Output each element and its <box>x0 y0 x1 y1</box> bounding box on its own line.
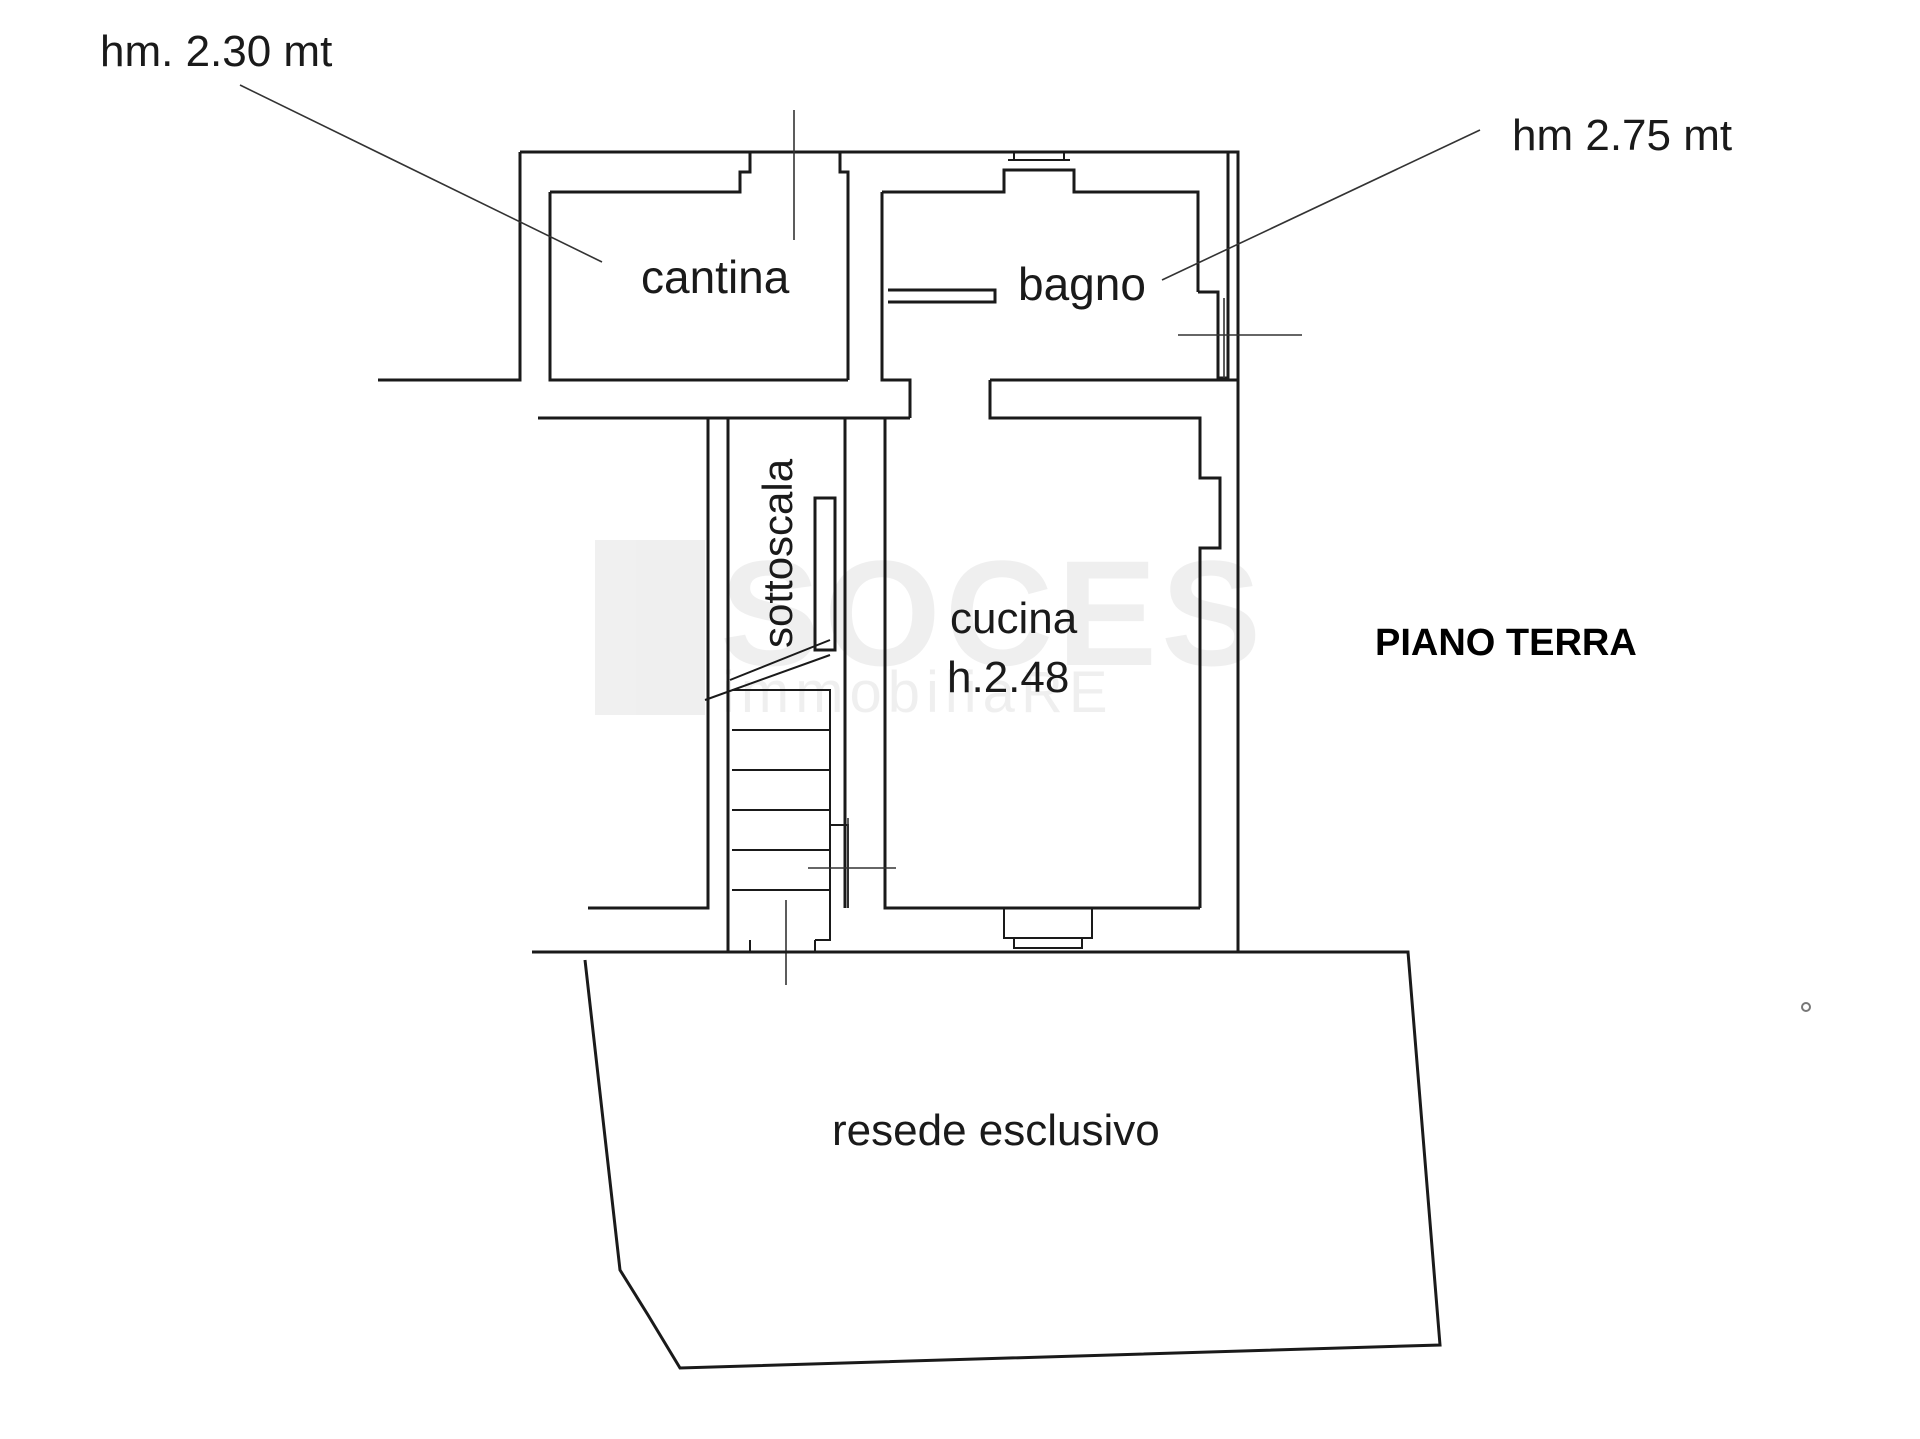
floor-title: PIANO TERRA <box>1375 622 1637 664</box>
watermark-main-text: SOCES <box>720 529 1265 697</box>
room-label-sottoscala: sottoscala <box>754 458 801 648</box>
cross-markers <box>785 110 1302 985</box>
watermark-logo-block <box>595 540 705 715</box>
room-label-cucina: cucina <box>950 594 1078 643</box>
height-note-left: hm. 2.30 mt <box>100 27 332 76</box>
room-height-cucina: h.2.48 <box>947 653 1069 702</box>
room-label-cantina: cantina <box>641 251 790 303</box>
partitions <box>888 288 997 304</box>
resede-outline <box>532 950 1442 1370</box>
room-label-bagno: bagno <box>1018 258 1146 310</box>
scan-speck <box>1801 1002 1811 1012</box>
room-label-resede: resede esclusivo <box>832 1106 1160 1155</box>
watermark: SOCES immobiliaRE <box>595 529 1265 725</box>
leader-lines <box>239 84 1481 281</box>
height-note-right: hm 2.75 mt <box>1512 111 1732 160</box>
